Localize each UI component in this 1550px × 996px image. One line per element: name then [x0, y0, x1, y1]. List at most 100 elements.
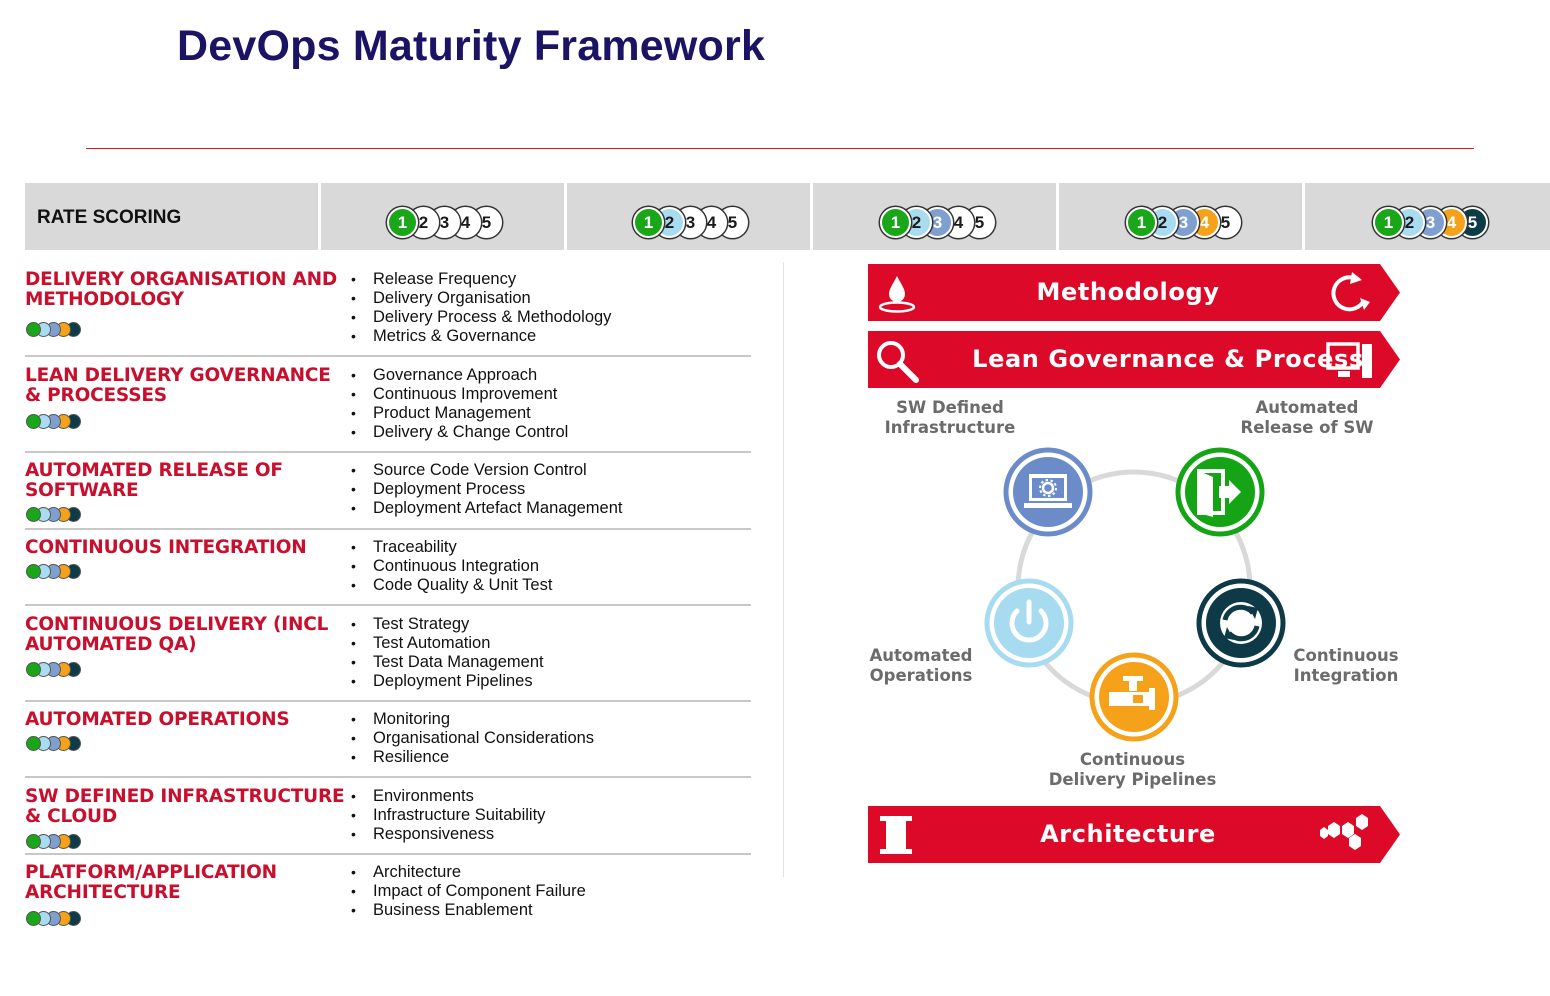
desktop-computer-icon: [1326, 342, 1372, 378]
category-items: Governance ApproachContinuous Improvemen…: [351, 366, 568, 442]
category-item: Continuous Integration: [351, 557, 552, 576]
category-items: ArchitectureImpact of Component FailureB…: [351, 863, 586, 920]
mini-score-dot: [26, 322, 41, 337]
page-title: DevOps Maturity Framework: [177, 22, 766, 70]
category-item: Organisational Considerations: [351, 729, 594, 748]
category-item: Metrics & Governance: [351, 327, 611, 346]
category-title: PLATFORM/APPLICATION ARCHITECTURE: [25, 862, 277, 903]
category-item: Monitoring: [351, 710, 594, 729]
row-divider: [25, 776, 751, 778]
category-item: Delivery & Change Control: [351, 423, 568, 442]
pipeline-valve-icon: [1089, 652, 1179, 742]
category-item: Test Data Management: [351, 653, 544, 672]
category-score-dots: [26, 662, 86, 678]
category-item: Architecture: [351, 863, 586, 882]
refresh-arrows-icon: [1196, 578, 1286, 668]
methodology-banner: Methodology: [868, 264, 1400, 321]
category-item: Governance Approach: [351, 366, 568, 385]
mini-score-dot: [26, 736, 41, 751]
continuous-delivery-label: Continuous Delivery Pipelines: [1048, 750, 1217, 789]
mini-score-dot: [26, 662, 41, 677]
category-item: Delivery Organisation: [351, 289, 611, 308]
category-item: Release Frequency: [351, 270, 611, 289]
governance-banner: Lean Governance & Process: [868, 331, 1400, 388]
category-item: Traceability: [351, 538, 552, 557]
score-level-1: 1: [1126, 207, 1157, 238]
category-title: DELIVERY ORGANISATION AND METHODOLOGY: [25, 269, 338, 310]
architecture-banner: Architecture: [868, 806, 1400, 863]
power-icon: [984, 578, 1074, 668]
category-item: Responsiveness: [351, 825, 545, 844]
category-items: TraceabilityContinuous IntegrationCode Q…: [351, 538, 552, 595]
category-item: Continuous Improvement: [351, 385, 568, 404]
category-item: Code Quality & Unit Test: [351, 576, 552, 595]
category-score-dots: [26, 414, 86, 430]
title-divider: [86, 148, 1474, 149]
category-title: LEAN DELIVERY GOVERNANCE & PROCESSES: [25, 365, 331, 406]
score-level-1: 1: [633, 207, 664, 238]
row-divider: [25, 853, 751, 855]
water-drop-icon: [878, 276, 916, 313]
score-level-1: 1: [1373, 207, 1404, 238]
mini-score-dot: [26, 834, 41, 849]
laptop-gear-icon: [1003, 447, 1093, 537]
door-exit-icon: [1175, 447, 1265, 537]
category-score-dots: [26, 736, 86, 752]
category-title: AUTOMATED OPERATIONS: [25, 709, 290, 730]
continuous-integration-label: Continuous Integration: [1293, 646, 1399, 685]
category-item: Environments: [351, 787, 545, 806]
mini-score-dot: [26, 911, 41, 926]
row-divider: [25, 604, 751, 606]
category-score-dots: [26, 322, 86, 338]
sw-defined-infra-label: SW Defined Infrastructure: [884, 398, 1016, 437]
category-item: Source Code Version Control: [351, 461, 622, 480]
category-item: Test Automation: [351, 634, 544, 653]
architecture-banner-label: Architecture: [1040, 820, 1216, 848]
rate-scoring-label: RATE SCORING: [37, 207, 182, 228]
row-divider: [25, 355, 751, 357]
category-title: AUTOMATED RELEASE OF SOFTWARE: [25, 460, 283, 501]
mini-score-dot: [26, 564, 41, 579]
category-item: Deployment Process: [351, 480, 622, 499]
row-divider: [25, 700, 751, 702]
category-score-dots: [26, 507, 86, 523]
category-item: Deployment Pipelines: [351, 672, 544, 691]
automated-operations-label: Automated Operations: [869, 646, 973, 685]
category-item: Deployment Artefact Management: [351, 499, 622, 518]
category-item: Test Strategy: [351, 615, 544, 634]
score-level-1: 1: [387, 207, 418, 238]
automated-release-label: Automated Release of SW: [1240, 398, 1374, 437]
category-items: Source Code Version ControlDeployment Pr…: [351, 461, 622, 518]
magnifier-icon: [877, 341, 919, 383]
category-item: Business Enablement: [351, 901, 586, 920]
cycle-arrows-icon: [1331, 272, 1370, 312]
category-item: Resilience: [351, 748, 594, 767]
mini-score-dot: [26, 414, 41, 429]
rate-scoring-label-cell: RATE SCORING: [25, 183, 318, 250]
hexagon-cluster-icon: [1320, 814, 1368, 850]
banner-shape: [868, 331, 1400, 388]
banner-shape: [868, 264, 1400, 321]
category-score-dots: [26, 564, 86, 580]
category-items: Test StrategyTest AutomationTest Data Ma…: [351, 615, 544, 691]
category-item: Impact of Component Failure: [351, 882, 586, 901]
pillar-icon: [880, 816, 912, 854]
row-divider: [25, 528, 751, 530]
row-divider: [25, 451, 751, 453]
category-score-dots: [26, 834, 86, 850]
methodology-banner-label: Methodology: [1036, 278, 1220, 306]
category-items: EnvironmentsInfrastructure SuitabilityRe…: [351, 787, 545, 844]
category-title: CONTINUOUS DELIVERY (INCL AUTOMATED QA): [25, 614, 329, 655]
category-items: Release FrequencyDelivery OrganisationDe…: [351, 270, 611, 346]
category-item: Product Management: [351, 404, 568, 423]
category-item: Delivery Process & Methodology: [351, 308, 611, 327]
section-divider: [783, 262, 784, 877]
category-title: CONTINUOUS INTEGRATION: [25, 537, 307, 558]
category-item: Infrastructure Suitability: [351, 806, 545, 825]
